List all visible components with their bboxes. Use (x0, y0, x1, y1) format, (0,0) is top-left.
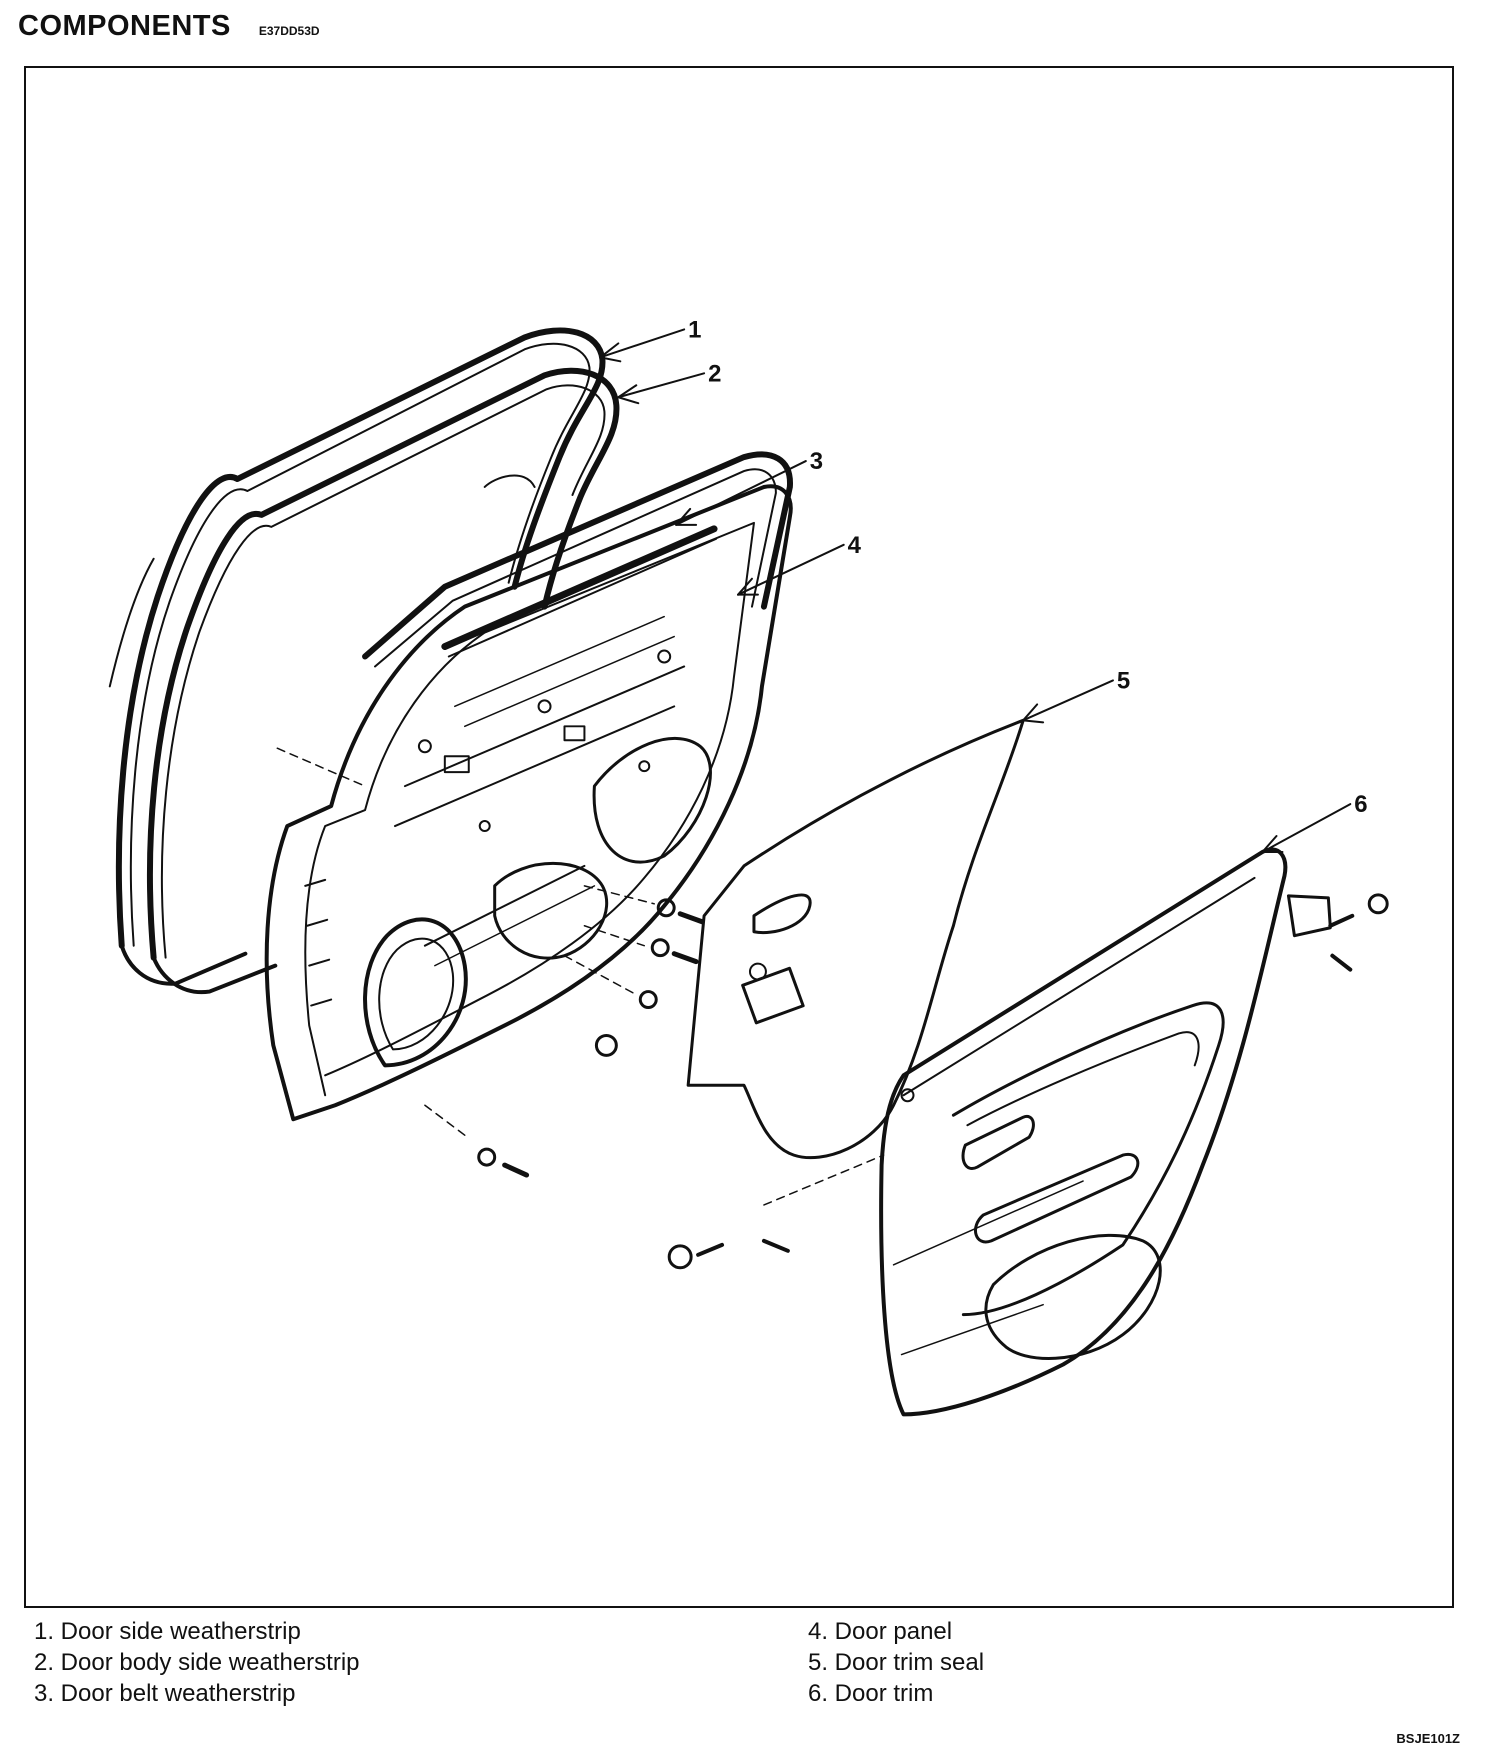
fasteners (276, 747, 1389, 1270)
callout-6: 6 (1354, 791, 1367, 818)
leader-lines (599, 328, 1352, 853)
page-header: COMPONENTS E37DD53D (18, 6, 320, 46)
door-body-side-weatherstrip (146, 367, 620, 995)
door-trim-seal (686, 718, 1025, 1160)
callout-1: 1 (688, 316, 701, 343)
door-belt-weatherstrip (362, 451, 793, 668)
exploded-door-diagram: 1 2 3 4 5 6 (108, 316, 1389, 1417)
callout-5: 5 (1117, 667, 1130, 694)
door-trim (879, 847, 1332, 1417)
callout-labels: 1 2 3 4 5 6 (688, 316, 1367, 818)
legend-item-door-side-weatherstrip: 1. Door side weatherstrip (34, 1618, 301, 1645)
section-code: E37DD53D (258, 24, 320, 38)
callout-3: 3 (810, 448, 823, 475)
callout-4: 4 (848, 532, 862, 559)
diagram-frame: 1 2 3 4 5 6 (24, 66, 1454, 1608)
door-panel (264, 484, 793, 1122)
legend-right-column: 4. Door panel 5. Door trim seal 6. Door … (808, 1616, 984, 1709)
door-side-weatherstrip (108, 327, 606, 986)
legend-item-door-trim-seal: 5. Door trim seal (808, 1649, 985, 1676)
callout-2: 2 (708, 360, 721, 387)
legend-left-column: 1. Door side weatherstrip 2. Door body s… (34, 1616, 360, 1709)
legend-item-door-belt-weatherstrip: 3. Door belt weatherstrip (34, 1680, 296, 1707)
page-title: COMPONENTS (18, 10, 231, 42)
legend-item-door-body-side-weatherstrip: 2. Door body side weatherstrip (34, 1649, 360, 1676)
figure-code: BSJE101Z (1396, 1731, 1460, 1746)
legend-item-door-panel: 4. Door panel (808, 1618, 953, 1645)
legend-item-door-trim: 6. Door trim (808, 1680, 934, 1707)
